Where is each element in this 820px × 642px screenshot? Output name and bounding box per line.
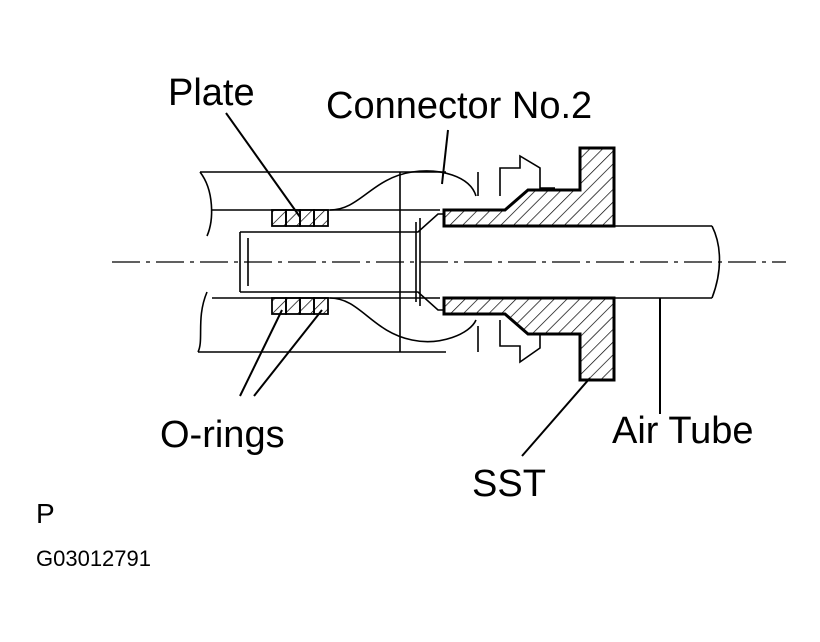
connector-no2-shape	[329, 154, 555, 364]
air-tube-label: Air Tube	[612, 410, 754, 452]
leader-lines	[225, 112, 661, 457]
view-letter: P	[36, 498, 55, 529]
figure-code: G03012791	[36, 546, 151, 571]
connector-label: Connector No.2	[326, 85, 592, 127]
sst-label: SST	[472, 463, 546, 505]
sst-shape	[442, 146, 616, 382]
plate-label: Plate	[168, 72, 255, 114]
orings-label: O-rings	[160, 414, 285, 456]
plate-orings-shape	[271, 209, 329, 315]
